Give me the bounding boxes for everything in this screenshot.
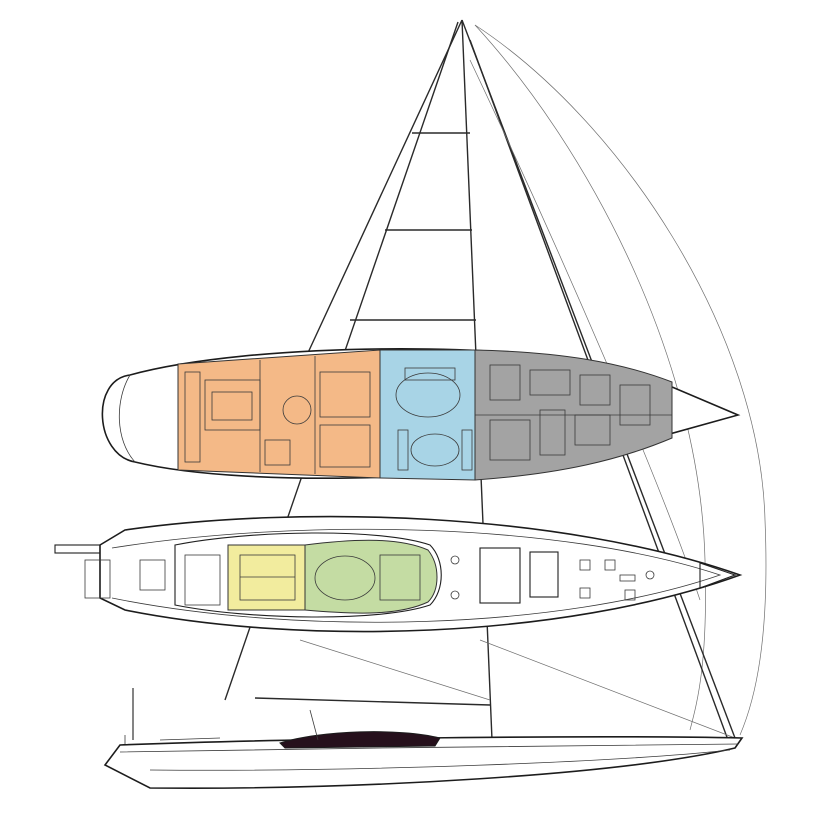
lower-deck-plan [101,348,741,481]
jib-foot [479,639,736,739]
main-deck-plan [54,515,743,633]
boom [254,697,491,706]
mainsail-leech [299,19,463,371]
zone-aft-cabins [177,349,381,479]
spinnaker-outline [474,24,767,736]
zone-saloon [379,349,476,481]
boom-vang [299,639,491,701]
cockpit-coaming [174,532,442,618]
spinnaker-inner [474,24,706,731]
zone-deck-guest-cockpit [304,539,438,614]
profile-hull [103,688,744,789]
jib-curve [469,59,701,601]
coachroof [279,731,441,749]
